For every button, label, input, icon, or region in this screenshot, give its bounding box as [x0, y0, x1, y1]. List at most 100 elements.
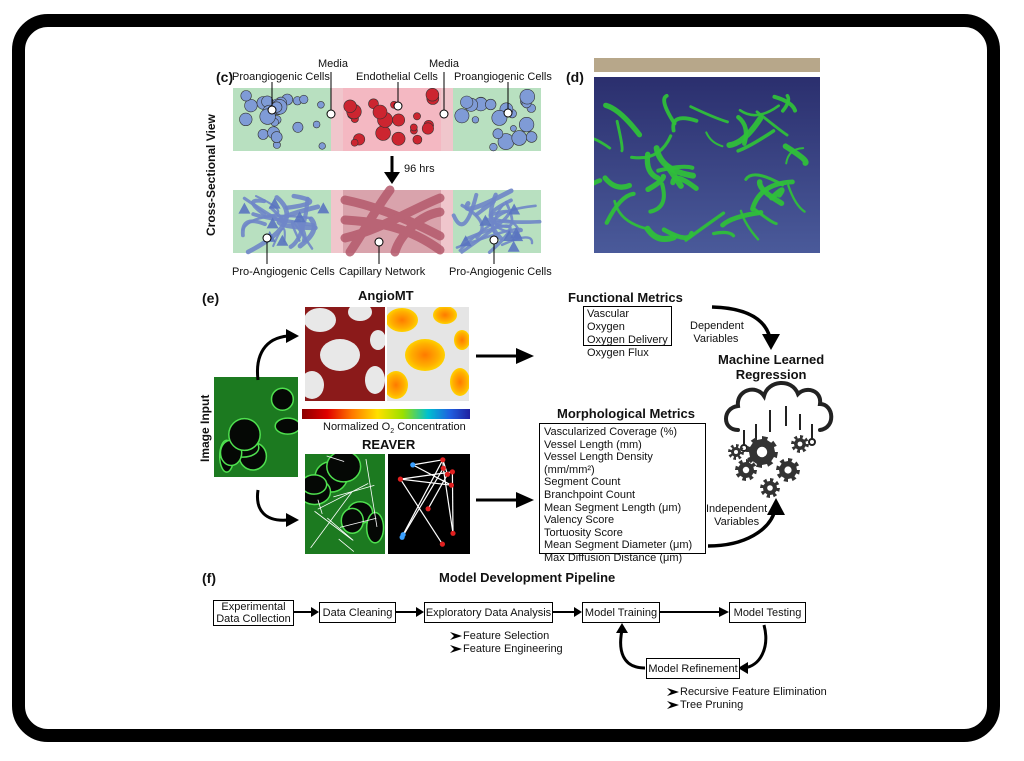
metric-item: Max Diffusion Distance (μm) — [544, 551, 683, 564]
metric-item: Oxygen Flux — [587, 347, 649, 359]
cell — [270, 131, 283, 143]
refine-sub-rfe: Recursive Feature Elimination — [680, 686, 827, 698]
label-endothelial: Endothelial Cells — [356, 71, 438, 83]
eda-sub-feature-engineering: Feature Engineering — [463, 643, 563, 655]
step-model-refinement: Model Refinement — [646, 658, 740, 679]
input-arrows — [255, 334, 289, 522]
panel-e-label: (e) — [202, 290, 220, 306]
angiomt-title: AngioMT — [358, 288, 414, 303]
eda-sub-feature-selection: Feature Selection — [463, 630, 550, 642]
leader-lines-top — [267, 72, 513, 119]
functional-metrics-title: Functional Metrics — [568, 290, 683, 305]
label-proangiogenic-left: Proangiogenic Cells — [232, 71, 330, 83]
panel-d-label: (d) — [566, 69, 584, 85]
label-media-right: Media — [429, 58, 459, 70]
cell — [312, 120, 321, 129]
pro-angiogenic-network-right — [451, 188, 542, 254]
image-input-label: Image Input — [198, 394, 212, 462]
cell — [292, 121, 304, 133]
leader-lines-bottom — [262, 233, 499, 264]
cross-sectional-title: Cross-Sectional View — [204, 114, 218, 236]
cell — [491, 110, 508, 126]
morphological-metrics-box: Vascularized Coverage (%) Vessel Length … — [539, 423, 706, 564]
cell — [391, 131, 406, 146]
endothelial-cells — [343, 87, 440, 147]
cell — [239, 112, 253, 126]
cell — [392, 113, 405, 127]
sub-bullet-arrows — [450, 632, 679, 709]
image-input-picture — [214, 377, 298, 477]
time-arrow — [384, 156, 400, 184]
cell — [240, 90, 252, 102]
step-eda: Exploratory Data Analysis — [424, 602, 553, 623]
reaver-title: REAVER — [362, 437, 416, 452]
cell — [409, 123, 418, 132]
cell — [525, 131, 538, 143]
cell — [318, 142, 326, 150]
cell — [257, 128, 269, 140]
metric-item: Mean Segment Diameter (μm) — [544, 539, 693, 552]
functional-metrics-box: Vascular Oxygen Oxygen Delivery Oxygen F… — [583, 306, 672, 359]
time-label: 96 hrs — [404, 163, 435, 175]
media-left-top — [331, 88, 343, 151]
cell — [454, 108, 470, 124]
cell — [412, 134, 423, 145]
cell — [299, 94, 309, 104]
media-right-top — [441, 88, 453, 151]
cell — [413, 112, 421, 121]
metric-item: Tortuosity Score — [544, 526, 623, 539]
label-proangiogenic-right: Proangiogenic Cells — [454, 71, 552, 83]
dependent-variables-label: Dependent Variables — [690, 320, 744, 345]
label-pro-angiogenic-bottom-left: Pro-Angiogenic Cells — [232, 266, 335, 278]
step-model-testing: Model Testing — [729, 602, 806, 623]
proangiogenic-cells-right — [454, 88, 538, 152]
cell — [375, 125, 391, 141]
cell — [425, 87, 440, 102]
cell — [510, 125, 517, 132]
metric-item: Vascularized Coverage (%) — [544, 426, 678, 438]
label-pro-angiogenic-bottom-right: Pro-Angiogenic Cells — [449, 266, 552, 278]
cell — [343, 99, 357, 113]
panel-f-label: (f) — [202, 570, 216, 586]
metric-item: Oxygen Delivery — [587, 334, 668, 346]
label-media-left: Media — [318, 58, 348, 70]
cell — [421, 122, 434, 135]
metric-item: Vessel Length (mm) — [544, 438, 642, 451]
step-data-cleaning: Data Cleaning — [319, 602, 396, 623]
ml-arrows — [707, 305, 777, 548]
metric-item: Branchpoint Count — [544, 488, 636, 501]
cell — [460, 95, 474, 109]
step-model-training: Model Training — [582, 602, 660, 623]
ml-regression-title: Machine Learned Regression — [718, 352, 825, 382]
panel-d-image — [594, 58, 820, 253]
cell — [485, 98, 497, 111]
cell — [492, 128, 504, 139]
cell — [511, 130, 527, 146]
cell — [471, 116, 480, 124]
independent-variables-label: Independent Variables — [706, 503, 768, 528]
cell — [489, 143, 498, 152]
reaver-images — [305, 454, 470, 554]
metric-item: Mean Segment Length (μm) — [544, 501, 682, 514]
label-capillary-network: Capillary Network — [339, 266, 426, 278]
colorbar — [302, 409, 470, 419]
cell — [317, 101, 325, 109]
metric-item: Vascular Oxygen — [587, 308, 629, 333]
cell — [519, 88, 535, 105]
metric-item: Vessel Length Density (mm/mm²) — [544, 451, 653, 476]
cell — [518, 116, 535, 133]
cell — [244, 98, 258, 113]
metric-item: Segment Count — [544, 476, 621, 489]
metric-arrows — [476, 348, 534, 508]
ml-cloud-gears-icon — [724, 381, 834, 498]
panel-c-label: (c) — [216, 69, 234, 85]
cell — [350, 138, 359, 147]
refine-sub-tree-pruning: Tree Pruning — [680, 699, 744, 711]
pipeline-arrowheads — [311, 607, 748, 674]
angiomt-images — [302, 307, 470, 419]
morphological-metrics-title: Morphological Metrics — [557, 406, 695, 421]
metric-item: Valency Score — [544, 514, 615, 527]
cell — [372, 104, 388, 120]
